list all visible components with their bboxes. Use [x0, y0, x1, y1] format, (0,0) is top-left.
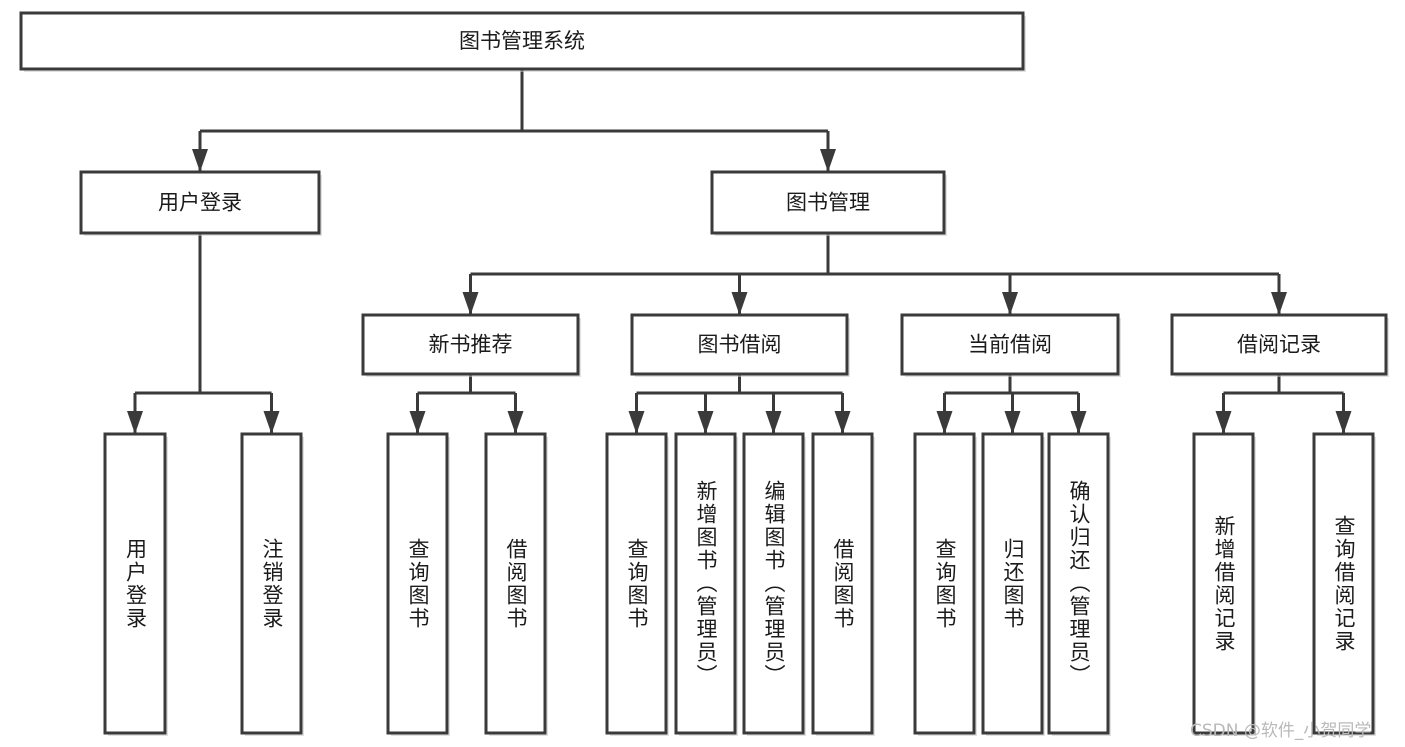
node-box-leaf-user-login[interactable] [103, 432, 167, 735]
node-box-borrow-record[interactable] [1170, 313, 1388, 376]
node-box-leaf-edit-book-admin[interactable] [742, 432, 805, 735]
node-box-root[interactable] [19, 11, 1025, 71]
connector-arrowhead [936, 411, 953, 434]
node-box-user-login[interactable] [79, 170, 321, 235]
node-label-new-book-recommend: 新书推荐 [429, 333, 513, 357]
connector-arrowhead [765, 411, 782, 434]
connector-arrowhead [697, 411, 714, 434]
node-box-leaf-query-book-recommend[interactable] [386, 432, 449, 735]
node-label-book-borrow: 图书借阅 [698, 333, 782, 357]
connector-arrowhead [1004, 411, 1021, 434]
node-box-current-borrow[interactable] [900, 313, 1120, 376]
node-box-leaf-user-logout[interactable] [240, 432, 303, 735]
node-label-root: 图书管理系统 [459, 29, 585, 53]
connector-arrowhead [834, 411, 851, 434]
connector-arrowhead [409, 411, 426, 434]
connector-arrowhead [192, 149, 208, 172]
node-box-leaf-add-book-admin[interactable] [674, 432, 737, 735]
connector-arrowhead [1070, 411, 1087, 434]
node-box-leaf-confirm-return-admin[interactable] [1047, 432, 1110, 735]
node-label-current-borrow: 当前借阅 [968, 333, 1052, 357]
edges-layer [127, 69, 1352, 434]
watermark: CSDN @软件_小贺同学 [1190, 721, 1372, 741]
connector-arrowhead [1271, 292, 1287, 315]
connector-arrowhead [462, 292, 479, 315]
node-box-leaf-query-borrow-record[interactable] [1312, 432, 1375, 735]
node-box-new-book-recommend[interactable] [361, 313, 580, 376]
boxes-layer [19, 11, 1389, 736]
node-box-book-borrow[interactable] [630, 313, 849, 376]
connector-arrowhead [263, 411, 280, 434]
connector-arrowhead [1335, 411, 1352, 434]
connector-arrowhead [731, 292, 748, 315]
connector-arrowhead [820, 149, 836, 172]
connector-arrowhead [1215, 411, 1232, 434]
node-box-leaf-query-book[interactable] [605, 432, 668, 735]
node-box-leaf-borrow-book-recommend[interactable] [484, 432, 547, 735]
node-box-leaf-borrow-book[interactable] [811, 432, 874, 735]
node-box-leaf-add-borrow-record[interactable] [1192, 432, 1255, 735]
connector-arrowhead [1002, 292, 1018, 315]
node-box-leaf-return-book[interactable] [981, 432, 1044, 735]
node-label-book-manage: 图书管理 [786, 191, 870, 215]
node-box-book-manage[interactable] [710, 170, 946, 235]
node-label-user-login: 用户登录 [158, 191, 242, 215]
connector-arrowhead [127, 411, 143, 434]
connector-arrowhead [628, 411, 645, 434]
connector-arrowhead [507, 411, 524, 434]
node-box-leaf-query-book-current[interactable] [913, 432, 976, 735]
node-label-borrow-record: 借阅记录 [1237, 333, 1321, 357]
